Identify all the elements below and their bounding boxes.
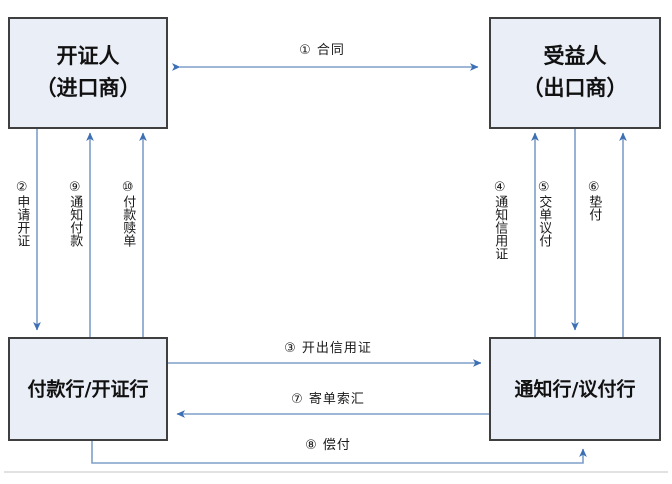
node-issuing-bank[interactable]: 付款行/开证行 — [8, 337, 168, 441]
edge-advance-payment[interactable]: ⑥垫付 — [586, 132, 627, 337]
node-advising-bank[interactable]: 通知行/议付行 — [489, 337, 661, 441]
edge-send-documents-claim[interactable]: ⑦ 寄单索汇 — [176, 391, 489, 418]
edge-reimbursement-label: ⑧ 偿付 — [305, 438, 351, 453]
edge-present-documents-label: ⑤交单议付 — [536, 180, 552, 247]
node-advising-bank-label: 通知行/议付行 — [515, 378, 636, 401]
node-applicant-label-line2: （进口商） — [36, 76, 141, 100]
edge-payment-notice[interactable]: ⑨通知付款 — [67, 132, 94, 337]
node-applicant-box — [8, 17, 168, 129]
node-applicant[interactable]: 开证人 （进口商） — [8, 17, 168, 129]
edge-advise-lc[interactable]: ④通知信用证 — [492, 132, 539, 337]
edge-pay-and-redeem-documents-label: ⑩付款赎单 — [120, 180, 136, 247]
edge-present-documents[interactable]: ⑤交单议付 — [536, 129, 579, 331]
node-issuing-bank-box — [8, 337, 168, 441]
edge-reimbursement-line — [91, 441, 587, 464]
edge-advance-payment-label: ⑥垫付 — [586, 180, 602, 221]
edge-advise-lc-label: ④通知信用证 — [492, 180, 508, 260]
node-applicant-label-line1: 开证人 — [57, 44, 120, 68]
edge-apply-for-lc[interactable]: ②申请开证 — [14, 129, 41, 331]
edge-payment-notice-label: ⑨通知付款 — [67, 180, 83, 247]
node-beneficiary[interactable]: 受益人 （出口商） — [489, 17, 661, 129]
edge-issue-lc[interactable]: ③ 开出信用证 — [168, 341, 482, 367]
edge-reimbursement[interactable]: ⑧ 偿付 — [91, 438, 587, 464]
node-advising-bank-box — [489, 337, 661, 441]
edge-apply-for-lc-label: ②申请开证 — [14, 180, 30, 247]
node-beneficiary-label-line1: 受益人 — [544, 44, 607, 68]
edge-contract-label: ① 合同 — [299, 43, 345, 58]
edge-issue-lc-label: ③ 开出信用证 — [284, 341, 372, 356]
edge-pay-and-redeem-documents[interactable]: ⑩付款赎单 — [120, 132, 147, 337]
edge-send-documents-claim-label: ⑦ 寄单索汇 — [291, 391, 365, 407]
node-beneficiary-box — [489, 17, 661, 129]
node-beneficiary-label-line2: （出口商） — [523, 76, 628, 100]
node-issuing-bank-label: 付款行/开证行 — [28, 378, 149, 401]
edge-contract[interactable]: ① 合同 — [172, 43, 479, 71]
